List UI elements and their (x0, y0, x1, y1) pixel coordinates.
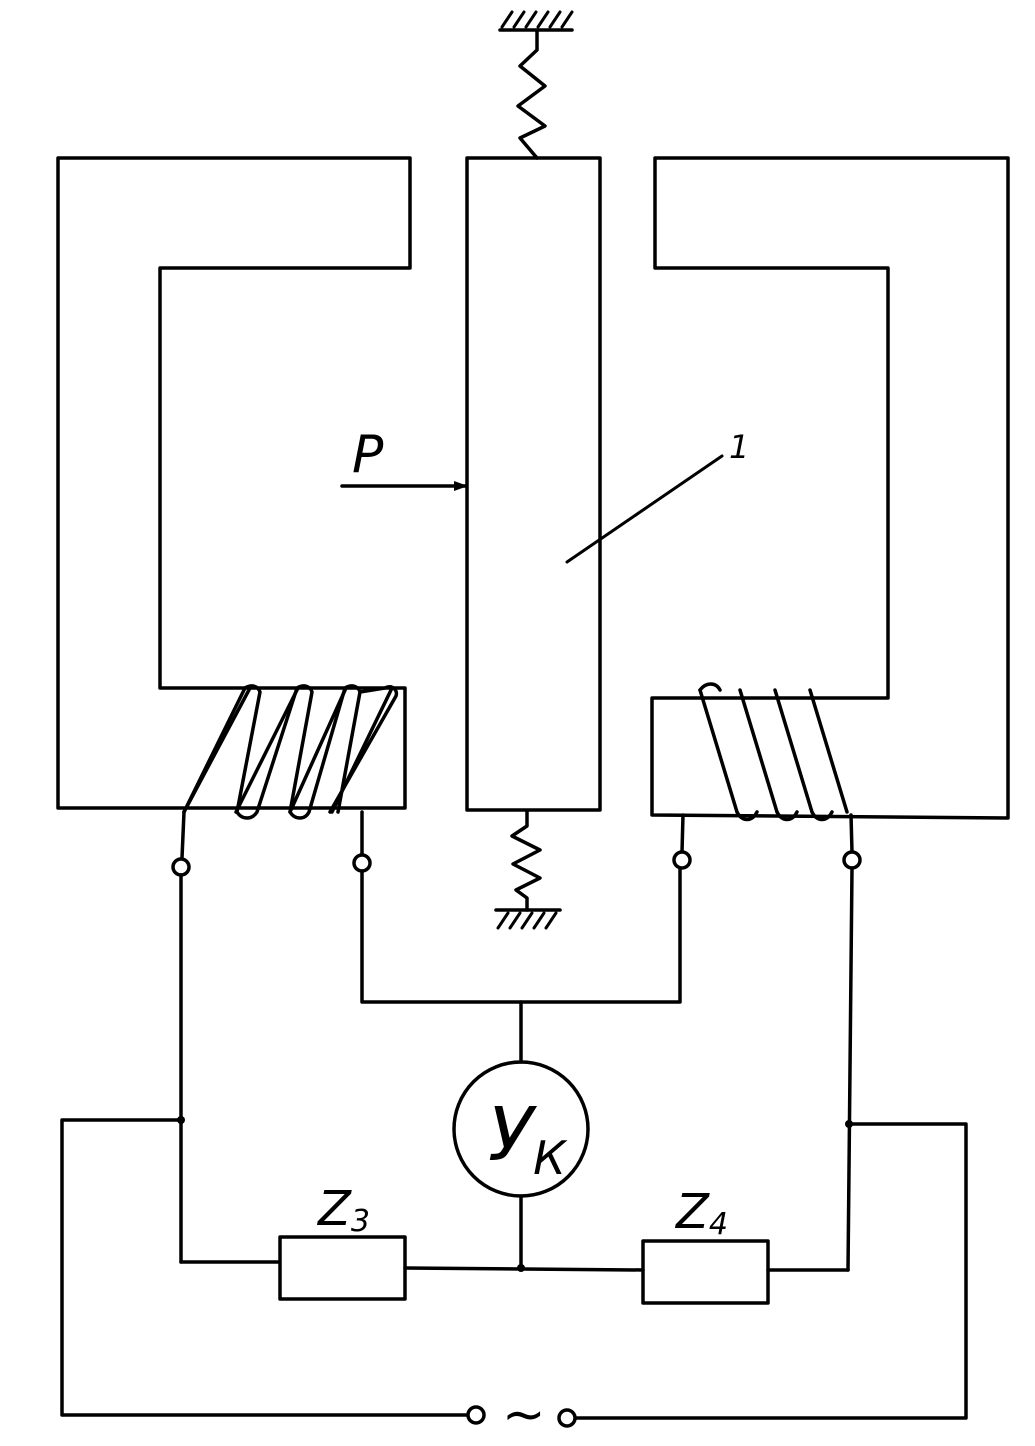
part-number-label: 1 (729, 428, 749, 466)
left-junction-dot (177, 1116, 185, 1124)
z4-label: Z4 (674, 1184, 728, 1242)
bottom-spring (510, 810, 542, 912)
bottom-junction-dot (517, 1264, 525, 1272)
indicator-circle (452, 1060, 590, 1198)
part-leader-line (565, 454, 724, 564)
ac-left-terminal (466, 1405, 486, 1425)
right-inner-terminal (672, 850, 692, 870)
indicator-label: УК (488, 1092, 568, 1185)
left-winding-turns (182, 686, 394, 814)
armature-bar (465, 156, 602, 812)
impedance-z4 (641, 1239, 770, 1305)
left-winding (182, 684, 399, 820)
ac-right-terminal (557, 1408, 577, 1428)
left-core (56, 156, 412, 810)
z3-label-sub: 3 (351, 1204, 370, 1239)
top-ground-mount (498, 10, 574, 32)
ac-source-symbol: ~ (502, 1385, 546, 1445)
left-coil-leads (180, 810, 364, 860)
right-junction-dot (845, 1120, 853, 1128)
bottom-ground-mount (494, 908, 562, 930)
right-core (650, 156, 1010, 820)
right-coil-leads (680, 813, 854, 854)
force-label: P (352, 425, 384, 485)
impedance-z3 (278, 1235, 407, 1301)
bridge-wiring (60, 866, 968, 1420)
indicator-label-sub: К (533, 1131, 568, 1185)
right-winding (698, 682, 849, 822)
right-outer-terminal (842, 850, 862, 870)
left-outer-terminal (171, 857, 191, 877)
top-spring (516, 30, 547, 160)
z4-label-sub: 4 (709, 1207, 728, 1242)
indicator-label-main: У (488, 1092, 538, 1178)
z3-label-main: Z (316, 1181, 352, 1237)
left-inner-terminal (352, 853, 372, 873)
z4-label-main: Z (674, 1184, 710, 1240)
z3-label: Z3 (316, 1181, 370, 1239)
